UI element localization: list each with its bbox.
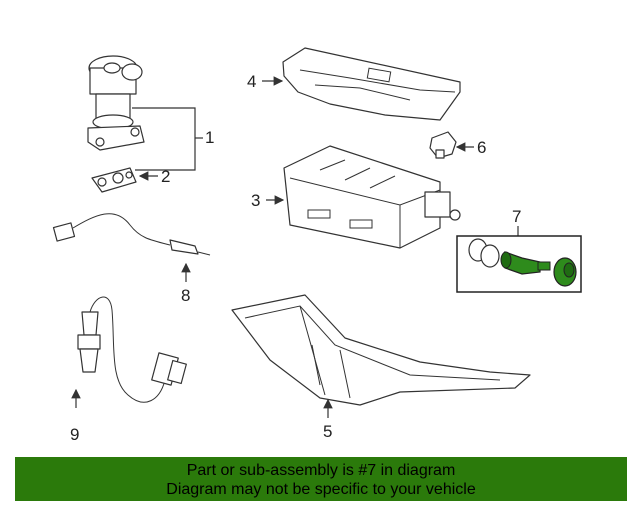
callout-4: 4 xyxy=(247,72,256,91)
part-9-oxygen-sensor[interactable] xyxy=(77,296,187,403)
callout-3: 3 xyxy=(251,191,260,210)
part-3-canister[interactable] xyxy=(283,145,461,249)
part-5-tray[interactable] xyxy=(231,294,531,406)
part-1-egr-valve[interactable] xyxy=(87,55,145,151)
part-7-kit[interactable] xyxy=(456,235,582,293)
part-6-sensor[interactable] xyxy=(429,131,457,159)
callout-5: 5 xyxy=(323,422,332,441)
callout-7: 7 xyxy=(512,207,521,226)
info-banner: Part or sub-assembly is #7 in diagram Di… xyxy=(15,457,627,501)
banner-line-1: Part or sub-assembly is #7 in diagram xyxy=(186,462,456,479)
callout-8: 8 xyxy=(181,286,190,305)
parts-diagram: 1 2 4 6 3 7 xyxy=(52,47,582,444)
callout-2: 2 xyxy=(161,167,170,186)
part-8-oxygen-sensor[interactable] xyxy=(52,213,211,256)
callout-6: 6 xyxy=(477,138,486,157)
callout-9: 9 xyxy=(70,425,79,444)
part-4-shield[interactable] xyxy=(282,47,461,121)
part-2-gasket[interactable] xyxy=(91,167,137,193)
banner-line-2: Diagram may not be specific to your vehi… xyxy=(166,481,476,498)
callout-1: 1 xyxy=(205,128,214,147)
